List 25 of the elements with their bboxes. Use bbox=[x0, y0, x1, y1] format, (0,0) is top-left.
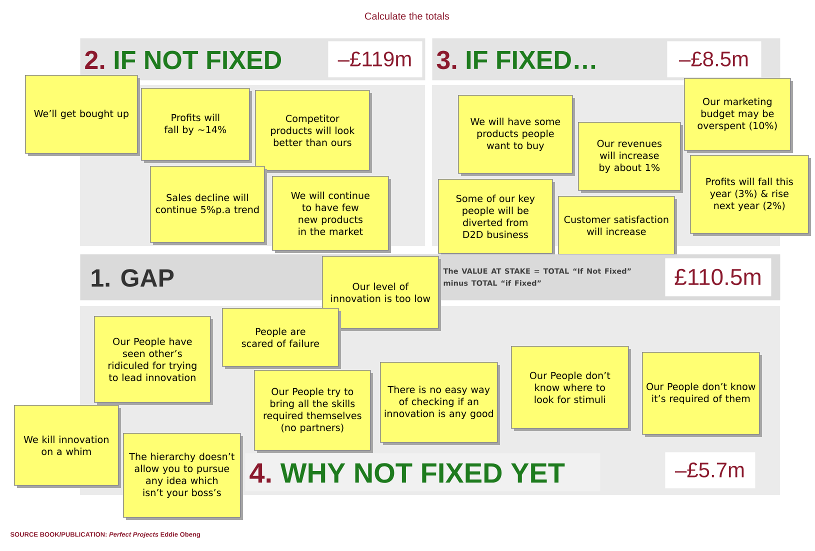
title: Calculate the totals bbox=[364, 12, 450, 20]
sticky-note: We kill innovation on a whim bbox=[14, 405, 121, 488]
value-box: –£5.7m bbox=[665, 452, 756, 488]
sticky-note: Our revenues will increase by about 1% bbox=[578, 122, 683, 193]
sticky-note: Our People have seen other’s ridiculed for trying to lead innovation bbox=[94, 316, 213, 405]
sticky-note: People are scared of failure bbox=[222, 308, 341, 369]
sticky-note: Sales decline will continue 5%p.a trend bbox=[150, 166, 267, 245]
sticky-note: Our People don’t know it’s required of them bbox=[642, 352, 762, 437]
sticky-note: We will continue to have few new products in the market bbox=[272, 176, 391, 253]
sticky-note: There is no easy way of checking if an innovation is any good bbox=[380, 362, 500, 445]
value-box: –£119m bbox=[328, 41, 422, 78]
sticky-note: Customer satisfaction will increase bbox=[558, 196, 677, 257]
sticky-note: Competitor products will look better than ours bbox=[255, 90, 372, 173]
sticky-note: We’ll get bought up bbox=[25, 75, 140, 156]
sticky-note: We will have some products people want to buy bbox=[458, 95, 575, 176]
sticky-note: Our marketing budget may be overspent (10%) bbox=[684, 78, 793, 153]
sticky-note: Profits will fall by ~14% bbox=[141, 88, 252, 163]
sticky-note: Our People don’t know where to look for stimuli bbox=[511, 346, 631, 431]
heading-band: 4. WHY NOT FIXED YET bbox=[245, 453, 600, 492]
sticky-note: Our People try to bring all the skills required themselves (no partners) bbox=[254, 370, 373, 453]
sticky-note: Some of our key people will be diverted from D2D business bbox=[438, 179, 555, 256]
value-box: £110.5m bbox=[665, 258, 772, 296]
sticky-note: Profits will fall this year (3%) & rise next year (2%) bbox=[690, 155, 811, 236]
value-box: –£8.5m bbox=[667, 41, 762, 78]
sticky-note: The hierarchy doesn’t allow you to pursue any idea which isn’t your boss’s bbox=[123, 433, 243, 520]
